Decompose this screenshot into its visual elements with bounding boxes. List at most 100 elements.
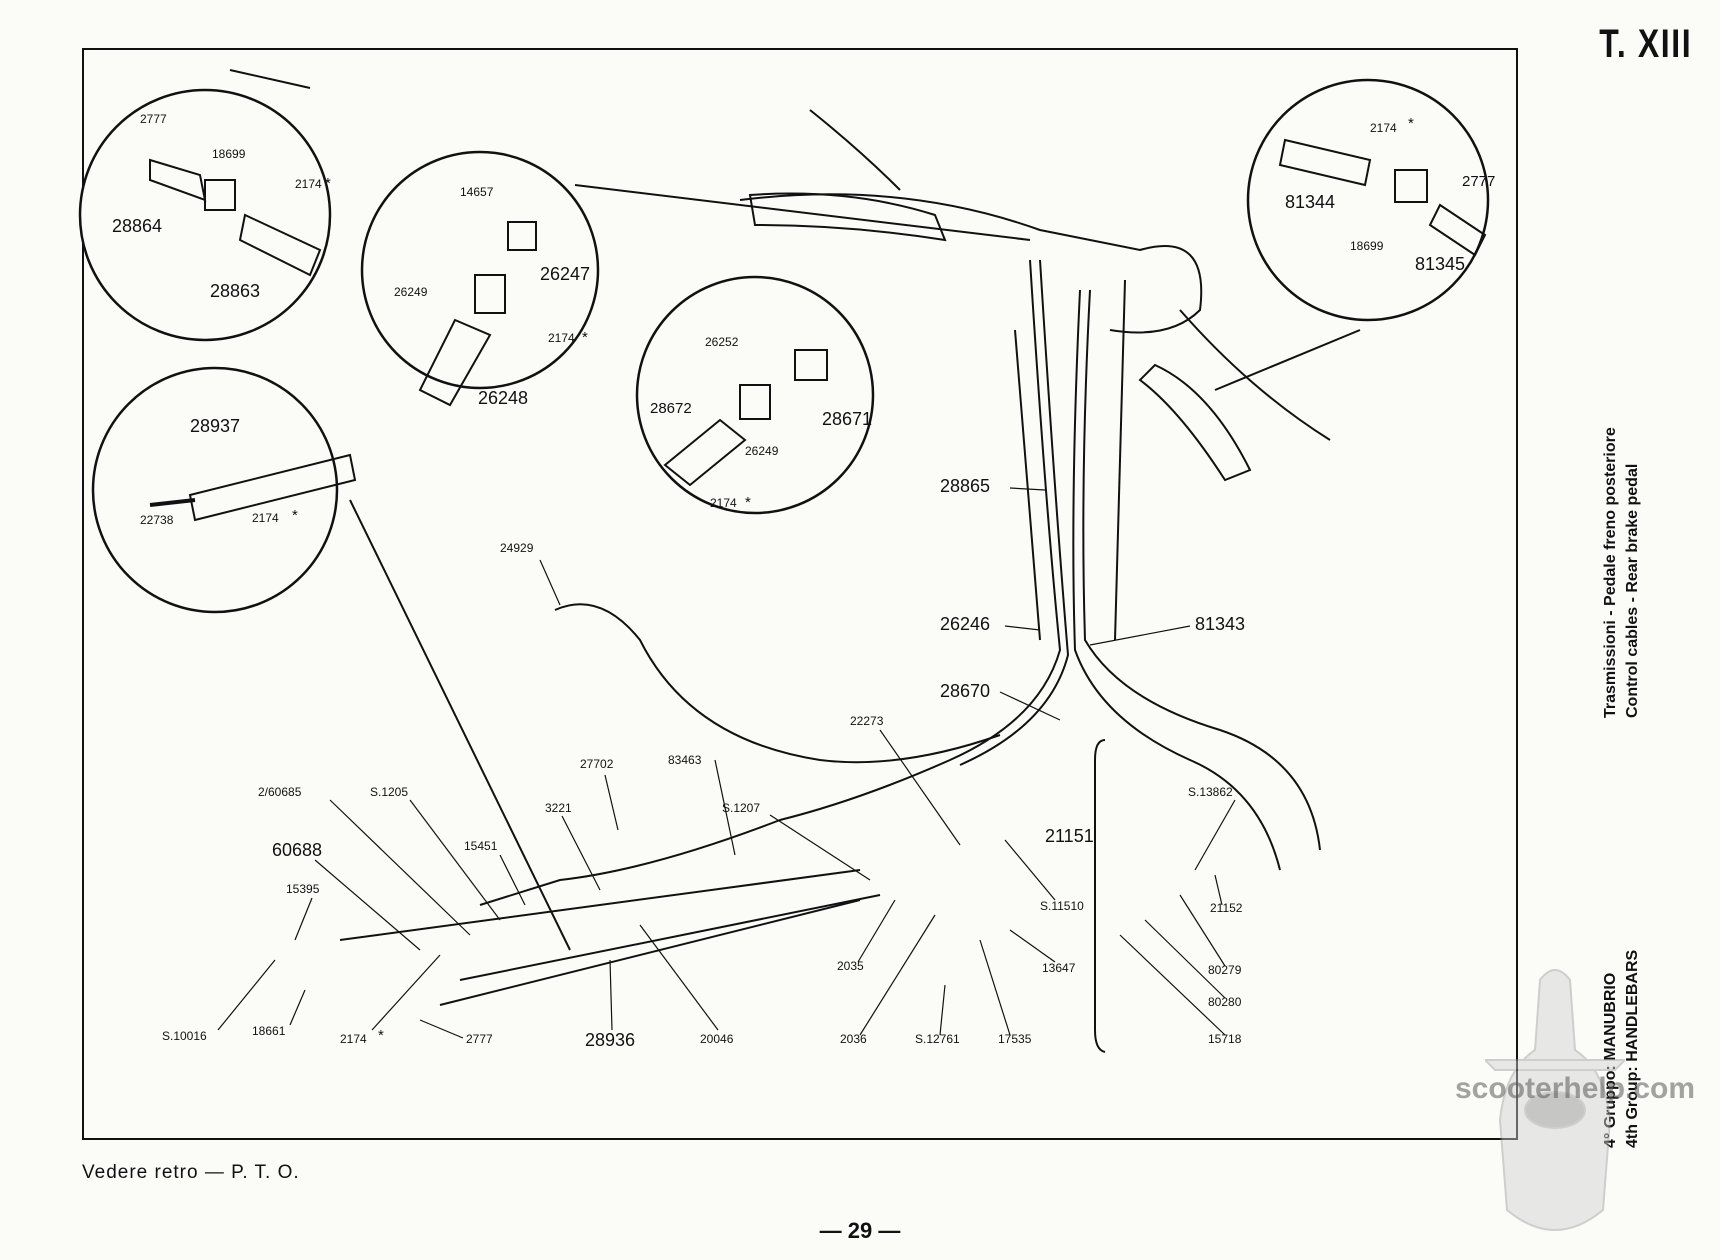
label-s11510: S.11510 [1040, 899, 1084, 913]
part-sketches [149, 138, 1487, 522]
label-18699: 18699 [1350, 239, 1384, 253]
label-80280: 80280 [1208, 995, 1242, 1009]
detail-circle-4 [1246, 78, 1490, 322]
diagram-frame [82, 48, 1518, 1140]
footer-note: Vedere retro — P. T. O. [82, 1162, 300, 1183]
label-17535: 17535 [998, 1032, 1032, 1046]
cable-28670 [1072, 289, 1281, 871]
bracket-21151 [1094, 739, 1106, 1053]
title-it: Trasmissioni - Pedale freno posteriore [1602, 427, 1619, 718]
label-28864: 28864 [112, 216, 162, 236]
right-grip [1138, 363, 1252, 482]
label-28865: 28865 [940, 476, 990, 496]
label-28937: 28937 [190, 416, 240, 436]
label-s12761: S.12761 [915, 1032, 960, 1046]
watermark: scooterhelp.com [1455, 1072, 1696, 1105]
detail-circle-2 [360, 150, 600, 390]
cable-28936 [439, 899, 861, 1006]
star-marker: * [1408, 115, 1414, 132]
inner-wire [149, 498, 196, 507]
label-28863: 28863 [210, 281, 260, 301]
cable-28936 [339, 869, 861, 941]
label-15718: 15718 [1208, 1032, 1242, 1046]
star-marker: * [325, 175, 331, 192]
scooter-silhouette [1485, 969, 1625, 1231]
label-27702: 27702 [580, 757, 614, 771]
label-18699: 18699 [212, 147, 246, 161]
label-81343: 81343 [1195, 614, 1245, 634]
label-2174: 2174 [295, 177, 322, 191]
part-labels: 2777 18699 2174 * 28864 28863 14657 2624… [112, 112, 1495, 1050]
label-2036: 2036 [840, 1032, 867, 1046]
label-60688: 60688 [272, 840, 322, 860]
adjuster-barrel [507, 221, 537, 251]
callout-line [349, 499, 571, 951]
adjuster-barrel [204, 179, 236, 211]
label-2-60685: 2/60685 [258, 785, 302, 799]
label-2174: 2174 [548, 331, 575, 345]
label-13647: 13647 [1042, 961, 1076, 975]
label-s1207: S.1207 [722, 801, 760, 815]
cable-nipple [1428, 203, 1487, 257]
label-28936: 28936 [585, 1030, 635, 1050]
label-2174: 2174 [252, 511, 279, 525]
star-marker: * [582, 329, 588, 346]
label-26249: 26249 [394, 285, 428, 299]
label-20046: 20046 [700, 1032, 734, 1046]
adjuster-nut [474, 274, 506, 314]
label-18661: 18661 [252, 1024, 286, 1038]
adjuster-barrel [1394, 169, 1428, 203]
label-2777: 2777 [1462, 173, 1495, 190]
label-14657: 14657 [460, 185, 494, 199]
cable-sheath [238, 213, 322, 277]
leader-lines [217, 487, 1236, 1039]
plate-title: Trasmissioni - Pedale freno posteriore C… [1600, 427, 1644, 718]
label-24929: 24929 [500, 541, 534, 555]
label-2035: 2035 [837, 959, 864, 973]
label-s10016: S.10016 [162, 1029, 207, 1043]
label-3221: 3221 [545, 801, 572, 815]
label-2777: 2777 [140, 112, 167, 126]
label-22273: 22273 [850, 714, 884, 728]
label-80279: 80279 [1208, 963, 1242, 977]
steering-column [1114, 279, 1126, 641]
label-s13862: S.13862 [1188, 785, 1233, 799]
label-26252: 26252 [705, 335, 739, 349]
detail-circle-1 [78, 88, 332, 342]
title-en: Control cables - Rear brake pedal [1624, 463, 1641, 718]
detail-circles [78, 78, 1490, 614]
diagram-linework [229, 69, 1361, 1053]
label-2174: 2174 [340, 1032, 367, 1046]
label-21151: 21151 [1045, 826, 1094, 846]
cable-26246 [959, 259, 1070, 766]
adjuster-barrel [794, 349, 828, 381]
page-number: — 29 — [819, 1218, 901, 1243]
callout-line [1214, 329, 1361, 391]
cable-sheath [188, 453, 357, 522]
steering-column [1014, 329, 1041, 641]
label-15395: 15395 [286, 882, 320, 896]
label-22738: 22738 [140, 513, 174, 527]
cable-28936 [459, 894, 881, 981]
label-21152: 21152 [1210, 901, 1243, 915]
group-line-en: 4th Group: HANDLEBARS [1624, 949, 1641, 1148]
label-2777: 2777 [466, 1032, 493, 1046]
label-83463: 83463 [668, 753, 702, 767]
label-2174: 2174 [1370, 121, 1397, 135]
label-26249: 26249 [745, 444, 779, 458]
star-marker: * [292, 507, 298, 524]
label-26247: 26247 [540, 264, 590, 284]
label-s1205: S.1205 [370, 785, 408, 799]
right-lever [1179, 309, 1331, 441]
plate-code: T. XIII [1599, 22, 1692, 66]
label-28670: 28670 [940, 681, 990, 701]
cable-sheath [663, 418, 747, 487]
detail-circle-3 [635, 275, 875, 515]
label-26246: 26246 [940, 614, 990, 634]
cable-24929 [554, 603, 1001, 764]
adjuster-nut [739, 384, 771, 420]
cable-28865 [479, 259, 1062, 906]
cable-81343 [1082, 289, 1321, 851]
